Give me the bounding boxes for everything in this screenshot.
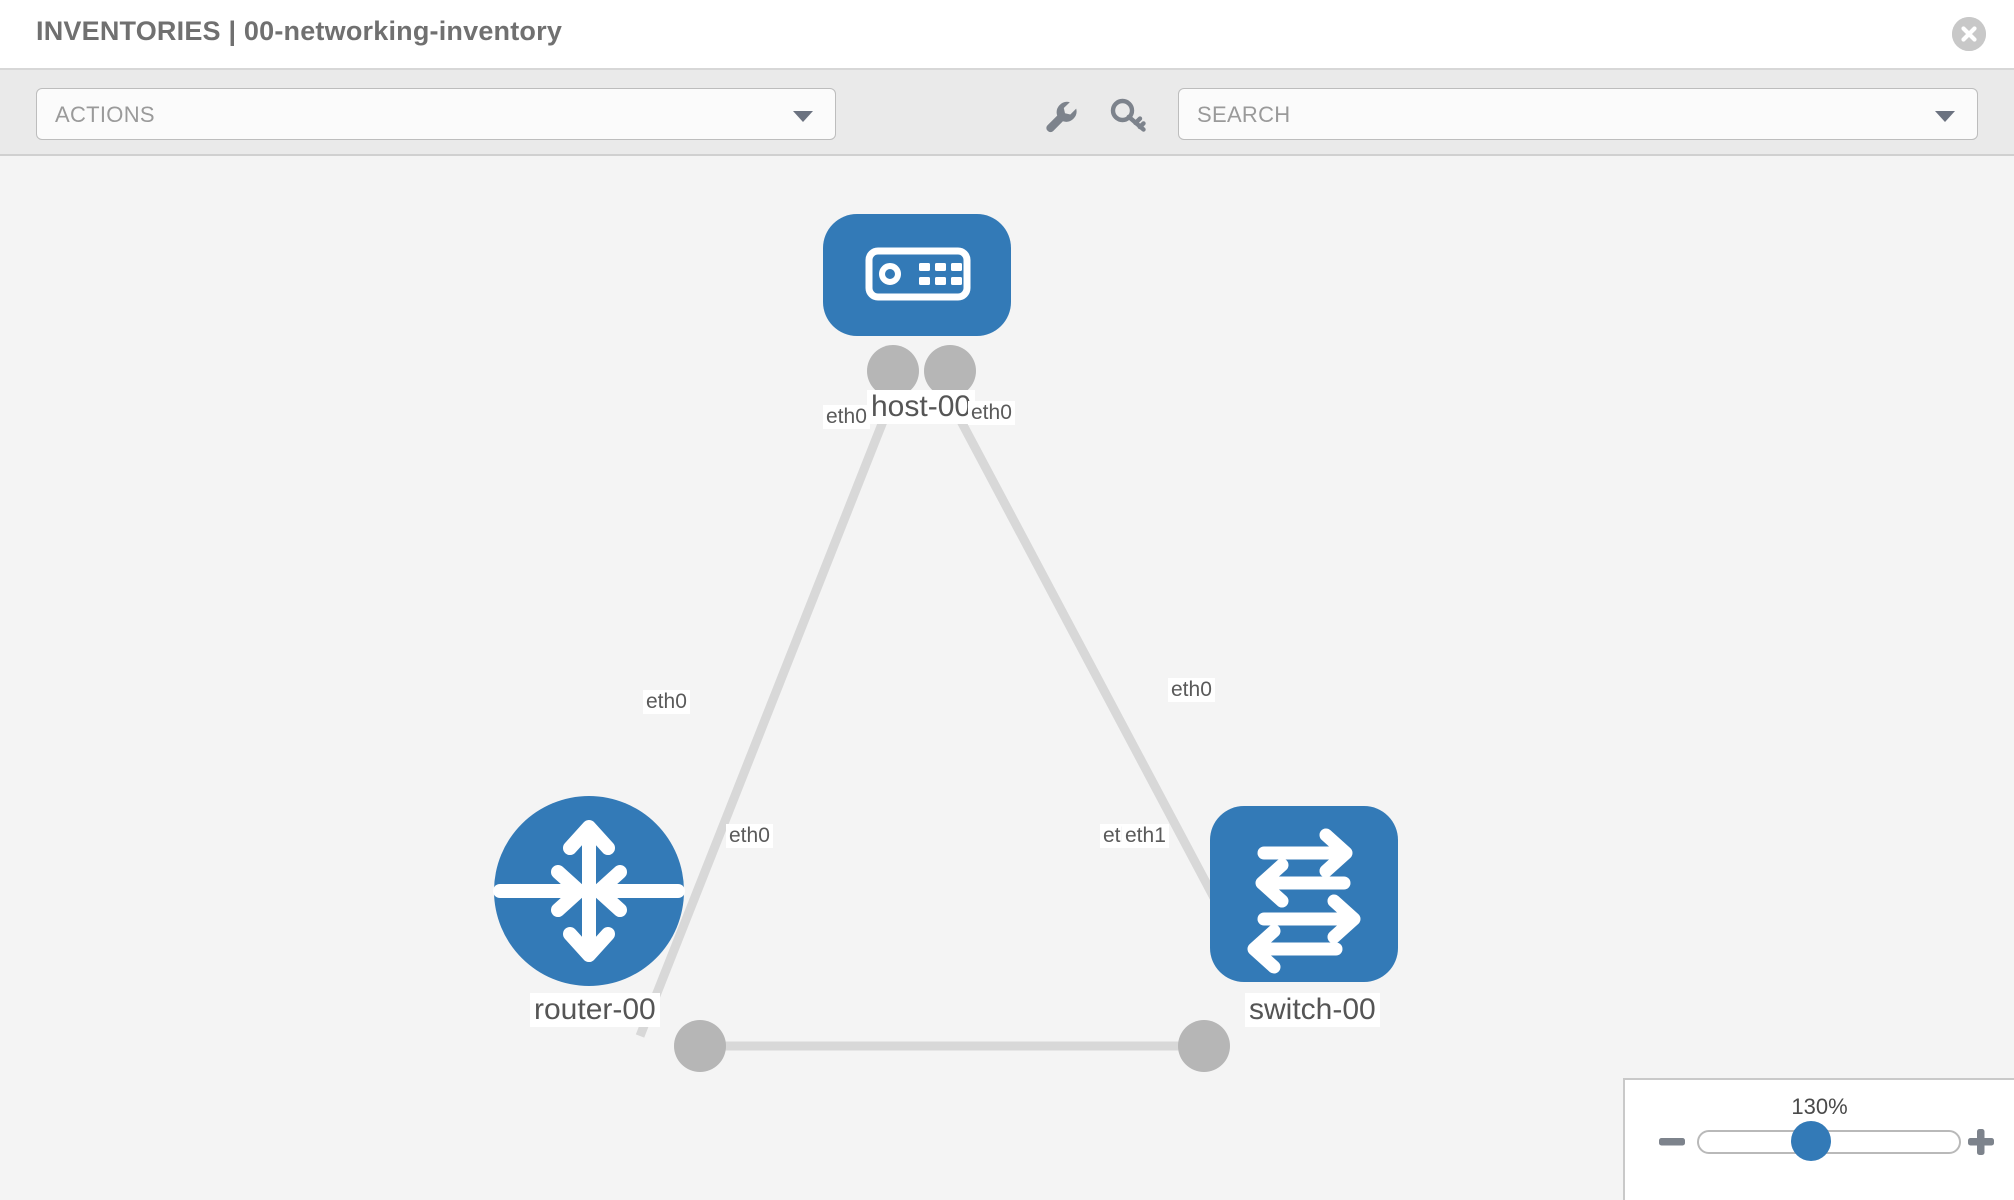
node-label-router-00: router-00 xyxy=(530,993,660,1027)
topology-sockets xyxy=(674,345,1264,1072)
search-input[interactable]: SEARCH xyxy=(1178,88,1978,140)
topology-links xyxy=(635,388,1249,1051)
page-header: INVENTORIES | 00-networking-inventory xyxy=(0,0,2014,70)
wrench-icon[interactable] xyxy=(1040,96,1082,138)
server-icon xyxy=(865,247,971,301)
router-arrows-icon xyxy=(493,820,685,962)
minus-icon xyxy=(1659,1138,1685,1146)
zoom-in-button[interactable] xyxy=(1966,1127,1996,1157)
topology-canvas[interactable]: host-00 eth0 eth0 eth0 eth0 eth0 eth0 et… xyxy=(0,156,2014,1200)
node-label-host-00: host-00 xyxy=(867,390,976,424)
chevron-down-icon[interactable] xyxy=(1935,111,1955,122)
link-host-router xyxy=(635,389,900,1038)
topology-graph xyxy=(493,214,1398,1072)
close-icon[interactable] xyxy=(1952,17,1986,51)
node-switch-00 xyxy=(1210,806,1398,982)
link-host-switch xyxy=(941,388,1249,959)
link-label-router-up-eth0: eth0 xyxy=(643,690,690,715)
link-label-switch-left-eth1: eth1 xyxy=(1122,824,1169,849)
toolbar: ACTIONS SEARCH xyxy=(0,70,2014,156)
zoom-out-button[interactable] xyxy=(1657,1127,1687,1157)
plus-icon xyxy=(1968,1129,1994,1155)
node-router-00 xyxy=(493,796,685,986)
search-placeholder: SEARCH xyxy=(1197,102,1291,127)
socket-switch-left xyxy=(1178,1020,1230,1072)
socket-host-right xyxy=(924,345,976,397)
link-label-host-right-eth0: eth0 xyxy=(968,401,1015,426)
link-label-switch-up-eth0: eth0 xyxy=(1168,678,1215,703)
chevron-down-icon xyxy=(793,111,813,122)
node-label-switch-00: switch-00 xyxy=(1245,993,1380,1027)
socket-router-right xyxy=(674,1020,726,1072)
page-title: INVENTORIES | 00-networking-inventory xyxy=(36,16,563,46)
zoom-level-text: 130% xyxy=(1791,1094,1848,1119)
switch-arrows-icon xyxy=(1247,828,1361,974)
actions-dropdown[interactable]: ACTIONS xyxy=(36,88,836,140)
socket-host-left xyxy=(867,345,919,397)
actions-dropdown-label: ACTIONS xyxy=(55,102,155,127)
zoom-slider-thumb[interactable] xyxy=(1791,1121,1831,1161)
key-icon[interactable] xyxy=(1108,96,1150,138)
node-host-00 xyxy=(823,214,1011,336)
zoom-control-panel: 130% xyxy=(1623,1078,2014,1200)
link-label-router-right-eth0: eth0 xyxy=(726,824,773,849)
link-label-host-left-eth0: eth0 xyxy=(823,405,870,430)
